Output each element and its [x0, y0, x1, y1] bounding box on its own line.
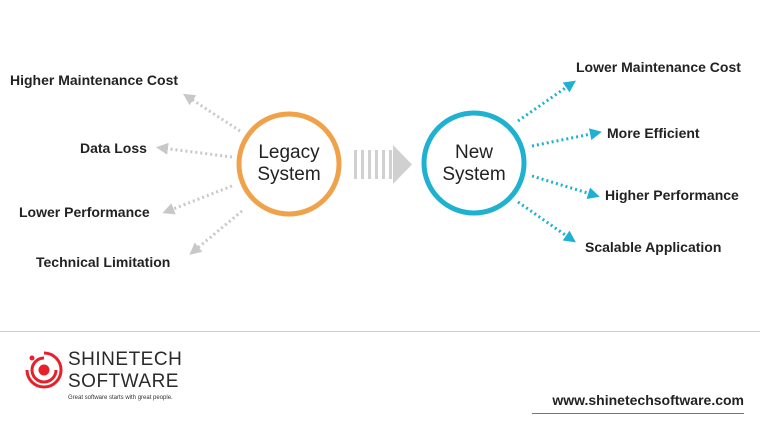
drawback-label: Lower Performance: [19, 204, 150, 220]
drawback-label: Data Loss: [80, 140, 147, 156]
brand-line1: SHINETECH: [68, 349, 183, 370]
benefit-label: Lower Maintenance Cost: [576, 59, 741, 75]
drawback-label: Technical Limitation: [36, 254, 171, 270]
legacy-arrow-1: [182, 93, 241, 133]
legacy-arrow-2: [156, 142, 233, 159]
drawback-label: Higher Maintenance Cost: [10, 72, 179, 88]
legacy-title-line1: Legacy: [258, 142, 320, 163]
shinetech-logo: SHINETECH SOFTWARE Great software starts…: [24, 350, 224, 410]
new-title-line1: New: [454, 142, 493, 163]
legacy-arrow-4: [189, 209, 243, 255]
new-arrow-4: [517, 200, 576, 243]
new-system-title: New System: [419, 142, 529, 186]
transition-arrow: [354, 145, 412, 184]
legacy-title-line2: System: [257, 164, 321, 185]
new-title-line2: System: [442, 164, 506, 185]
benefit-label: Higher Performance: [605, 187, 739, 203]
new-arrow-3: [531, 174, 600, 199]
brand-tagline: Great software starts with great people.: [68, 395, 173, 401]
shinetech-logo-icon: [25, 351, 63, 389]
legacy-to-new-system-diagram: [156, 80, 602, 255]
benefit-label: More Efficient: [607, 125, 700, 141]
footer-divider: [0, 331, 760, 332]
new-system-circle: [421, 110, 527, 216]
brand-line2: SOFTWARE: [68, 371, 179, 392]
benefit-label: Scalable Application: [585, 239, 722, 255]
legacy-system-circle: [236, 111, 342, 217]
new-arrow-2: [531, 128, 602, 148]
legacy-system-title: Legacy System: [234, 142, 344, 186]
new-arrow-1: [517, 80, 576, 123]
legacy-arrow-3: [162, 184, 233, 215]
website-link[interactable]: www.shinetechsoftware.com: [552, 392, 744, 408]
website-underline: [532, 413, 744, 414]
